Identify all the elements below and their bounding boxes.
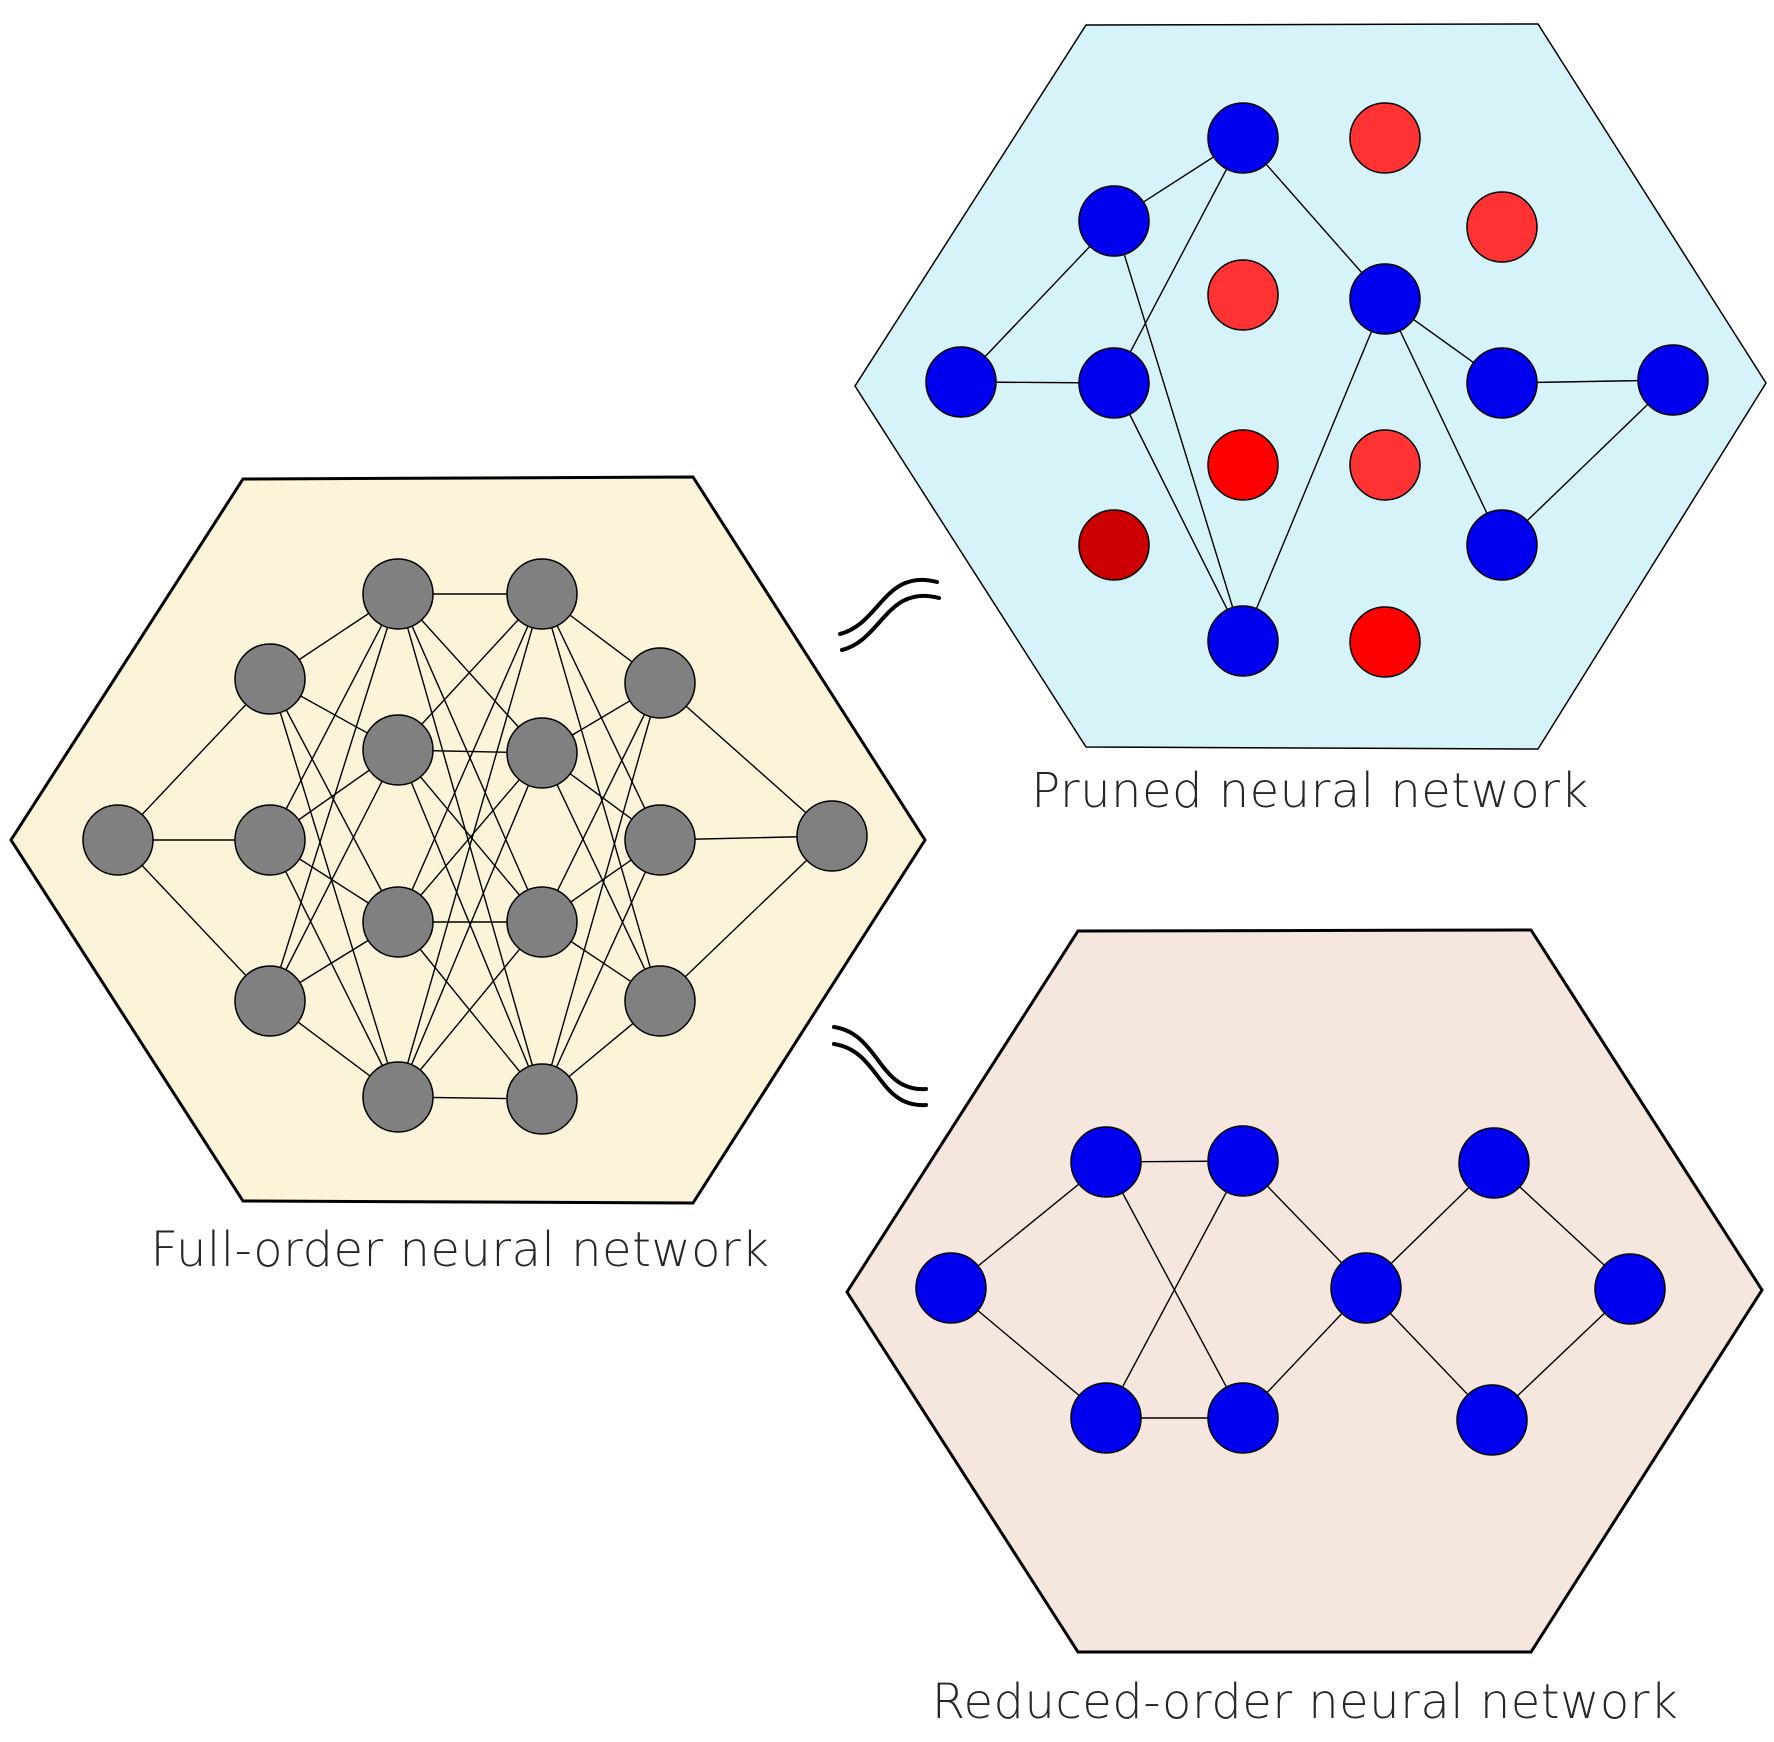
neuron-node — [1458, 1127, 1530, 1199]
connection-line — [397, 752, 543, 923]
neuron-node — [1207, 1382, 1279, 1454]
neuron-node — [1078, 185, 1150, 257]
pruned-neuron-node — [1207, 429, 1279, 501]
reduced-order-panel — [845, 928, 1764, 1654]
neuron-node — [362, 886, 434, 958]
connection-line — [269, 839, 399, 1098]
connection-line — [397, 593, 543, 1098]
neuron-node — [915, 1252, 987, 1324]
pruned-neuron-node — [1466, 191, 1538, 263]
approximately-equal-icon — [832, 1025, 928, 1108]
neuron-node — [624, 647, 696, 719]
connection-line — [397, 593, 543, 754]
pruned-neuron-node — [1078, 509, 1150, 581]
connection-line — [269, 749, 399, 1002]
neuron-node — [1466, 347, 1538, 419]
neuron-node — [1070, 1382, 1142, 1454]
neuron-node — [362, 1061, 434, 1133]
connection-line — [1242, 298, 1386, 642]
neuron-node — [1466, 509, 1538, 581]
neuron-node — [234, 965, 306, 1037]
pruned-caption: Pruned neural network — [1031, 763, 1589, 819]
full-order-neurons — [82, 558, 868, 1135]
connection-line — [1242, 137, 1386, 300]
connection-line — [1105, 1160, 1244, 1419]
full-order-caption: Full-order neural network — [150, 1222, 770, 1278]
connection-line — [117, 678, 271, 841]
connection-line — [1113, 137, 1244, 384]
neuron-node — [1207, 1125, 1279, 1197]
connection-line — [659, 682, 833, 837]
neuron-node — [1078, 347, 1150, 419]
neuron-node — [796, 800, 868, 872]
connection-line — [117, 839, 271, 1002]
connection-line — [397, 749, 543, 923]
neuron-node — [1456, 1384, 1528, 1456]
neuron-node — [234, 643, 306, 715]
neuron-node — [925, 346, 997, 418]
connection-line — [397, 752, 543, 1098]
connection-line — [397, 921, 543, 1098]
approximately-equal-icon — [838, 577, 941, 652]
connection-line — [541, 752, 661, 1002]
connection-line — [269, 678, 399, 1098]
neuron-node — [506, 558, 578, 630]
connection-line — [541, 593, 661, 1002]
neuron-node — [1330, 1252, 1402, 1324]
neuron-node — [506, 1063, 578, 1135]
reduced-order-caption: Reduced-order neural network — [931, 1674, 1679, 1730]
connection-line — [1113, 382, 1244, 642]
pruned-neuron-node — [1207, 259, 1279, 331]
pruned-neuron-node — [1349, 606, 1421, 678]
neuron-node — [1594, 1253, 1666, 1325]
connection-line — [1384, 298, 1503, 546]
pruned-neurons — [925, 102, 1709, 678]
neuron-node — [624, 804, 696, 876]
neuron-node — [82, 804, 154, 876]
neuron-node — [234, 804, 306, 876]
connection-line — [269, 593, 399, 841]
connection-line — [960, 220, 1115, 383]
connection-line — [269, 593, 399, 1002]
neuron-node — [1207, 102, 1279, 174]
neuron-node — [506, 717, 578, 789]
neuron-node — [1349, 263, 1421, 335]
neuron-node — [1637, 344, 1709, 416]
connection-line — [541, 682, 661, 1100]
connection-line — [659, 835, 833, 1002]
connection-line — [1501, 379, 1674, 546]
neuron-node — [506, 886, 578, 958]
neuron-node — [362, 558, 434, 630]
pruned-neuron-node — [1349, 429, 1421, 501]
neuron-node — [362, 714, 434, 786]
connection-line — [541, 593, 661, 841]
connection-line — [1113, 220, 1244, 642]
neuron-node — [1070, 1126, 1142, 1198]
neuron-node — [1207, 605, 1279, 677]
connection-line — [541, 839, 661, 1100]
pruned-neuron-node — [1349, 102, 1421, 174]
connection-line — [541, 682, 661, 923]
neuron-node — [624, 965, 696, 1037]
connection-line — [397, 593, 543, 923]
reduced-order-neurons — [915, 1125, 1666, 1456]
connection-line — [269, 678, 399, 923]
